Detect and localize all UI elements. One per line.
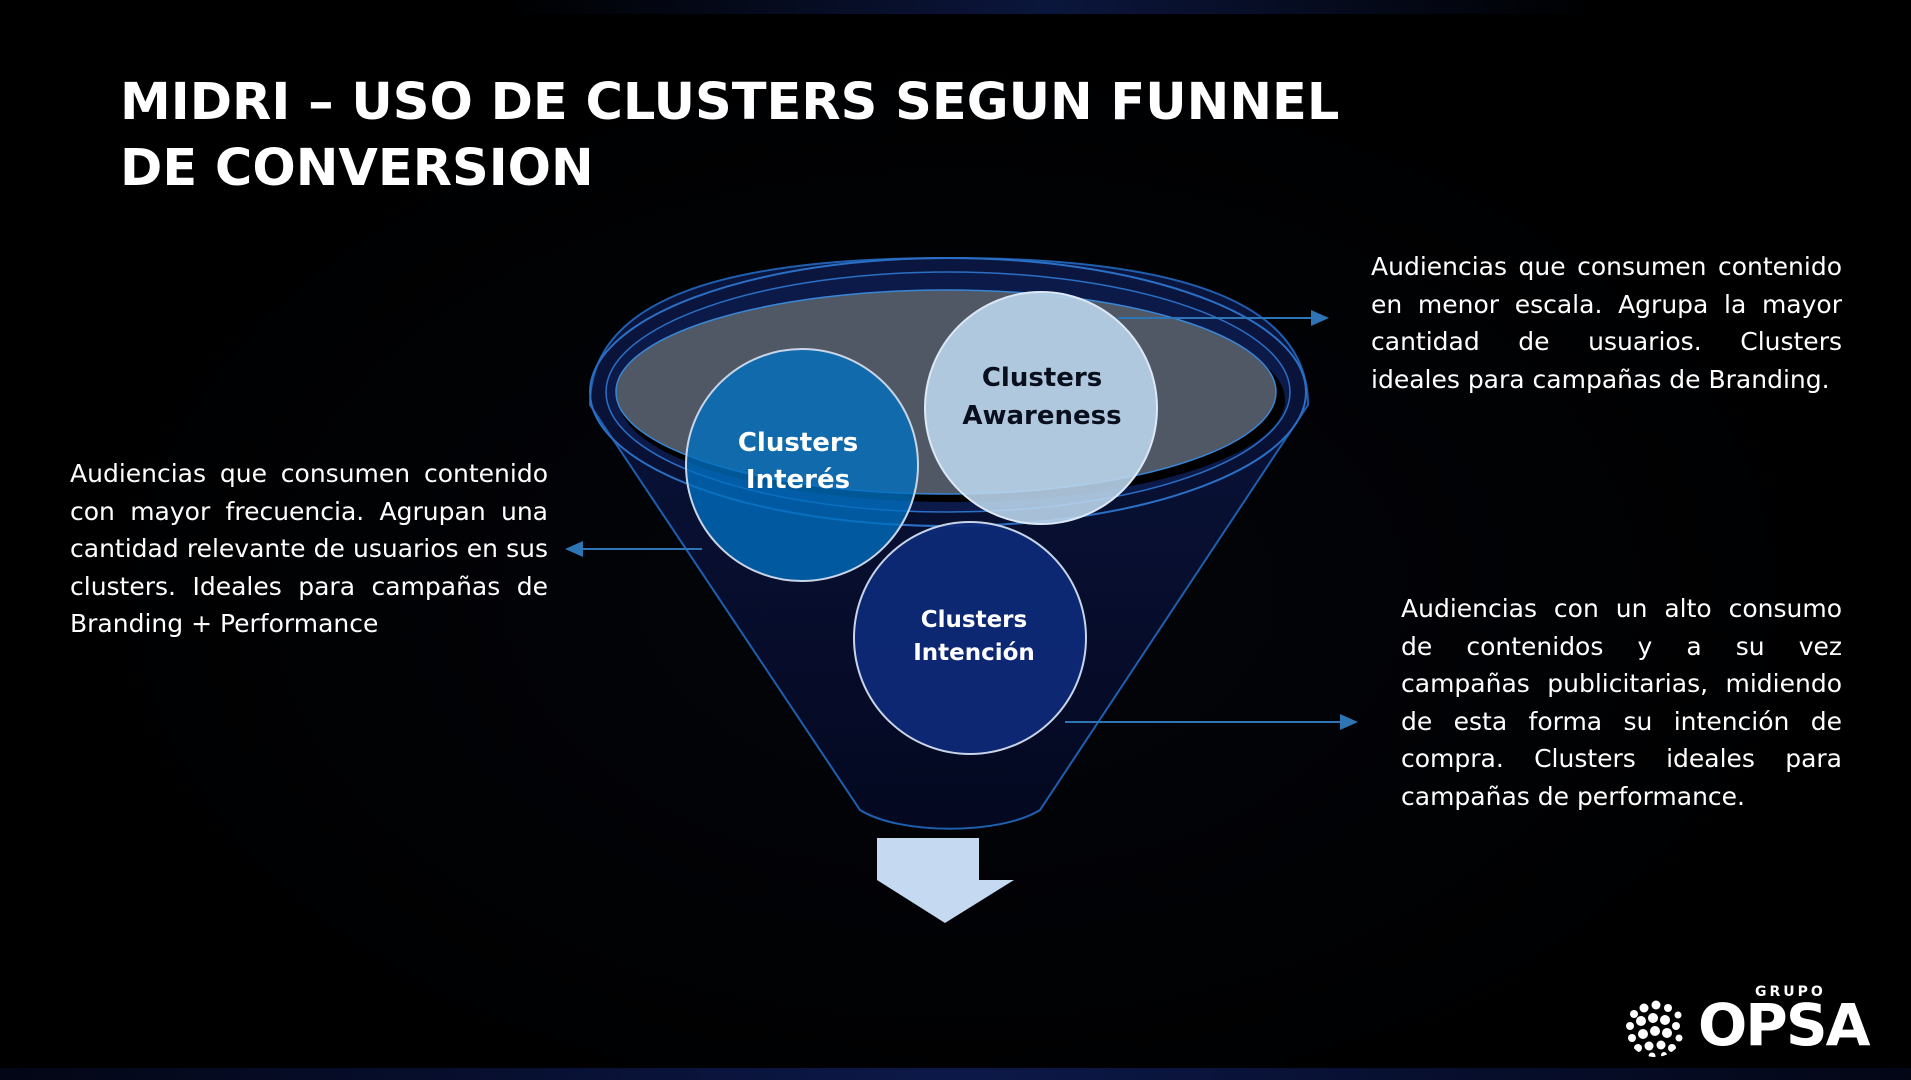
circle-interes-line1: Clusters	[738, 428, 858, 458]
circle-awareness: Clusters Awareness	[924, 291, 1158, 525]
grupo-opsa-logo: GRUPO OPSA	[1622, 980, 1877, 1060]
description-awareness: Audiencias que consumen contenido en men…	[1371, 252, 1842, 394]
circle-intencion-line1: Clusters	[921, 607, 1027, 633]
circle-intencion: Clusters Intención	[853, 521, 1087, 755]
dotted-sphere-icon	[1625, 997, 1685, 1057]
down-arrow-icon	[877, 838, 1014, 923]
slide-title: MIDRI – USO DE CLUSTERS SEGUN FUNNEL DE …	[120, 73, 1340, 198]
description-intencion: Audiencias con un alto consumo de conten…	[1401, 594, 1842, 811]
connector-lines	[565, 310, 1358, 730]
circle-intencion-line2: Intención	[913, 640, 1035, 666]
circle-awareness-line2: Awareness	[962, 401, 1121, 431]
circle-interes: Clusters Interés	[685, 348, 919, 582]
logo-grupo-text: GRUPO	[1755, 984, 1826, 1000]
circle-awareness-line1: Clusters	[982, 363, 1102, 393]
description-interes: Audiencias que consumen contenido con ma…	[70, 459, 548, 638]
top-accent-glow	[500, 0, 1600, 14]
logo-wordmark: OPSA	[1698, 991, 1870, 1059]
bottom-accent-glow	[0, 1068, 1911, 1080]
circle-interes-line2: Interés	[746, 465, 850, 495]
